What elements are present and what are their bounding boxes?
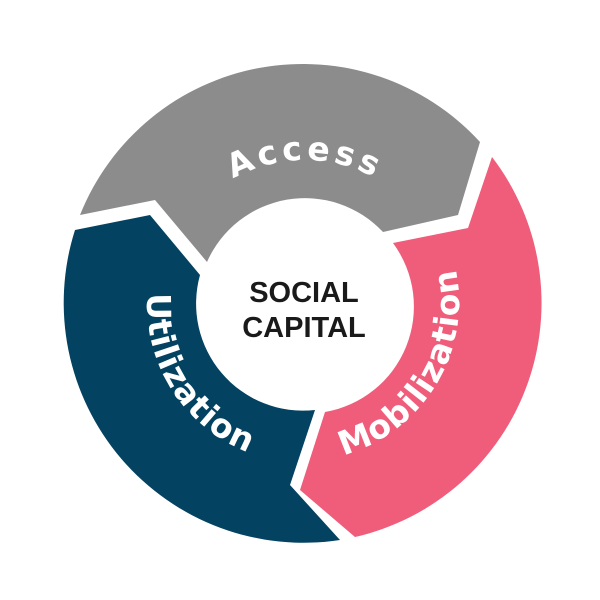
center-title-line1: SOCIAL [249, 277, 359, 309]
center-title-line2: CAPITAL [242, 312, 366, 344]
utilization-segment [63, 215, 341, 543]
mobilization-segment [300, 157, 542, 537]
access-segment [80, 63, 480, 263]
